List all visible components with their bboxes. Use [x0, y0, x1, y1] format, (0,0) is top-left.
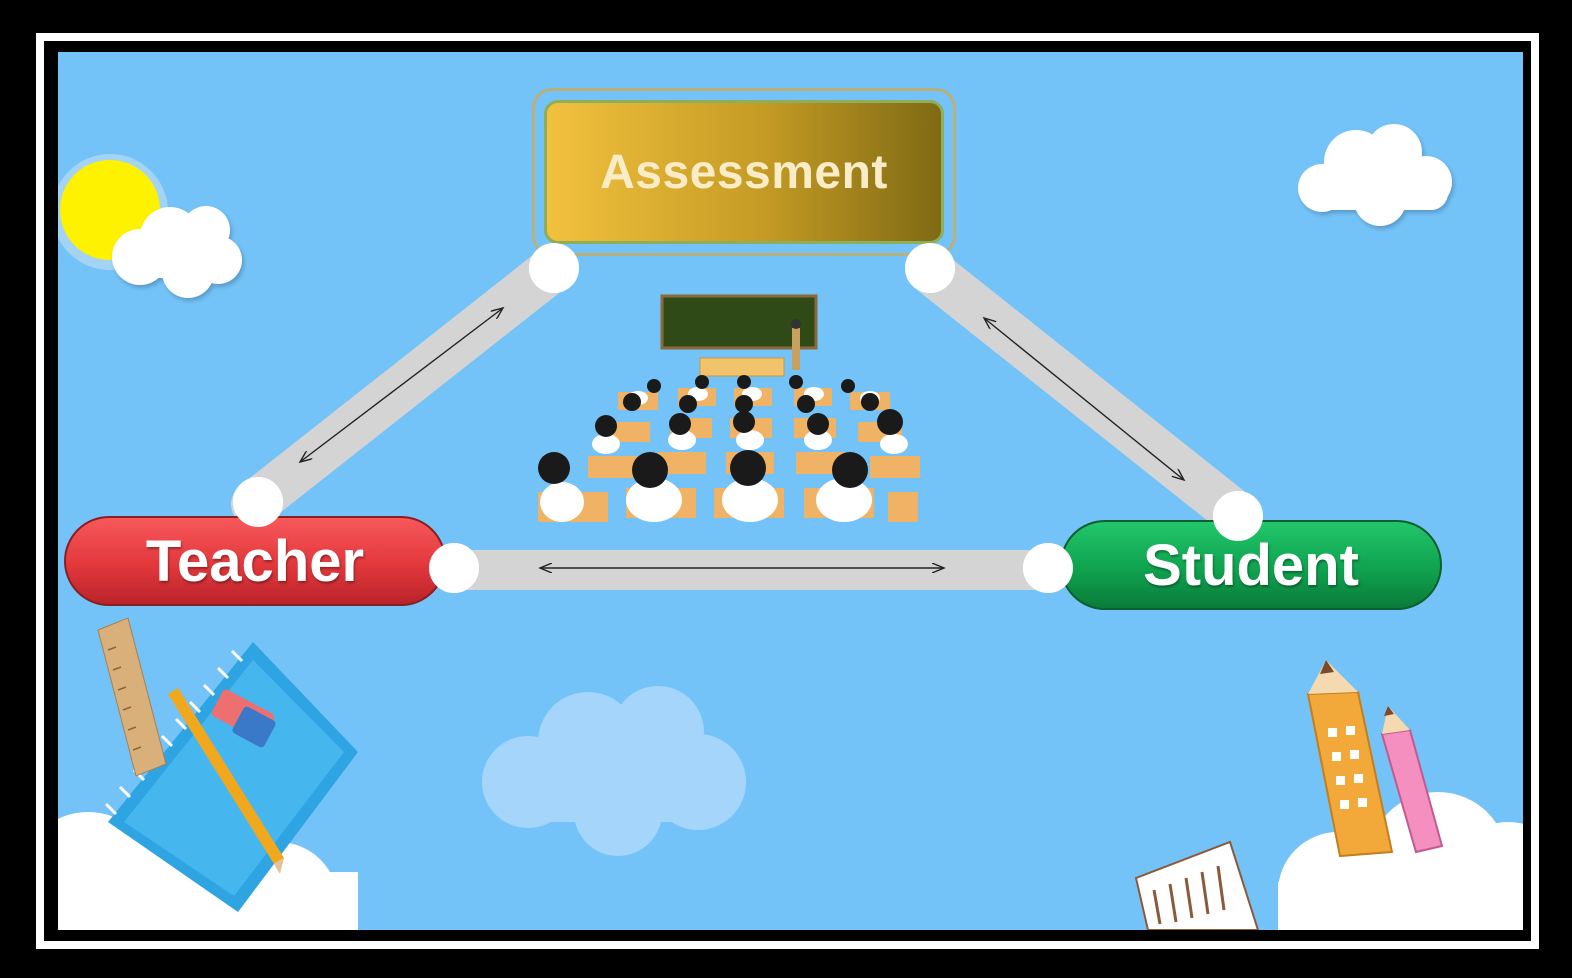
- eraser-icon: [211, 689, 276, 748]
- scene-artwork: [58, 124, 1523, 930]
- student-node: Student: [1060, 520, 1442, 610]
- cloud-icon: [112, 206, 242, 298]
- pencil-icon: [168, 688, 284, 874]
- slide: Assessment Teacher Student: [58, 52, 1523, 930]
- teacher-node: Teacher: [64, 516, 446, 606]
- classroom-illustration: [538, 294, 920, 522]
- teacher-assessment-arrow: [300, 308, 503, 462]
- assessment-student-arrow: [984, 318, 1184, 480]
- double-arrows: [300, 308, 1184, 568]
- ruler-icon: [97, 617, 167, 777]
- pencil-building-icon: [1134, 660, 1444, 930]
- assessment-node: Assessment: [544, 100, 944, 244]
- cloud-icon: [482, 686, 746, 856]
- assessment-frame: [532, 88, 956, 256]
- cloud-icon: [1298, 124, 1452, 226]
- teacher-label: Teacher: [145, 528, 365, 594]
- assessment-label: Assessment: [600, 145, 888, 199]
- cloud-icon: [1278, 792, 1523, 930]
- student-label: Student: [1143, 532, 1359, 598]
